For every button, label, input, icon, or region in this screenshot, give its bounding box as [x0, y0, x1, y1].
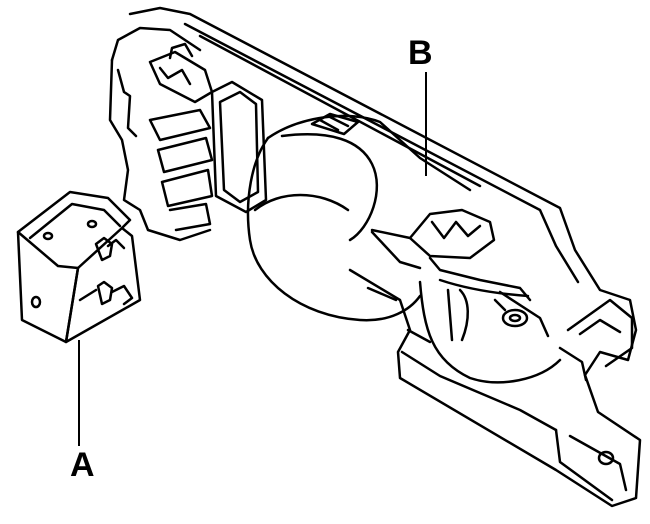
- callout-label-a: A: [70, 446, 95, 484]
- housing-b: [108, 6, 642, 508]
- module-a: [16, 190, 142, 344]
- callout-label-b: B: [408, 34, 433, 72]
